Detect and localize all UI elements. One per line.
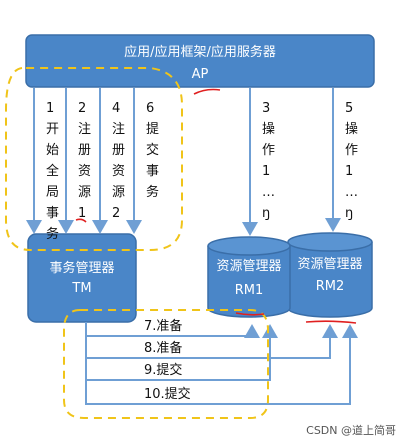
ap-box-line2: AP: [192, 67, 209, 82]
step-1-char-1: 始: [46, 143, 59, 158]
step-1-number: 1: [46, 101, 54, 116]
step-2-char-3: 源: [78, 185, 91, 200]
step-2-number: 2: [78, 101, 86, 116]
step-3-char-2: 1: [262, 164, 270, 179]
step-2-char-4: 1: [78, 206, 86, 221]
step-1-char-0: 开: [46, 122, 59, 137]
step-4-char-1: 册: [112, 143, 125, 158]
step-5-char-0: 操: [345, 121, 358, 137]
step-5-char-2: 1: [345, 164, 353, 179]
step-6-char-0: 提: [146, 121, 159, 137]
step-4-number: 4: [112, 101, 120, 116]
step-2-char-1: 册: [78, 143, 91, 158]
ap-box-line1: 应用/应用框架/应用服务器: [124, 44, 276, 60]
rm1-cylinder: 资源管理器 RM1: [207, 236, 291, 318]
step-6-number: 6: [146, 101, 154, 116]
hstep-9: 9.提交: [144, 362, 182, 378]
step-5-char-4: ŋ: [345, 206, 353, 221]
step-1-char-3: 局: [46, 185, 59, 200]
step-1-char-4: 事: [46, 206, 59, 221]
step-3-number: 3: [262, 101, 270, 116]
tm-box: 事务管理器 TM: [27, 233, 137, 323]
step-3-char-4: ŋ: [262, 206, 270, 221]
arrow-step-8: [85, 322, 338, 359]
red-mark-rm1: [235, 312, 265, 316]
rm2-line1: 资源管理器: [297, 257, 362, 272]
rm1-line1: 资源管理器: [216, 259, 281, 274]
step-3-char-0: 操: [262, 121, 275, 137]
tm-box-line1: 事务管理器: [49, 260, 114, 276]
arrow-step-10: [85, 322, 358, 405]
watermark: CSDN @道上简哥: [306, 424, 396, 437]
step-5-number: 5: [345, 101, 353, 116]
tm-box-line2: TM: [71, 281, 91, 296]
dashed-outline-global-txn: [5, 67, 183, 251]
rm2-line2: RM2: [316, 279, 345, 294]
step-3-char-3: …: [262, 185, 275, 200]
dashed-outline-two-phase: [63, 309, 269, 419]
red-mark-step2: [75, 218, 87, 223]
red-mark-ap: [193, 88, 221, 95]
step-4-char-2: 资: [112, 164, 125, 179]
step-5-char-1: 作: [345, 143, 358, 158]
step-1-char-5: 务: [46, 226, 59, 242]
step-2-char-2: 资: [78, 164, 91, 179]
rm1-line2: RM1: [235, 283, 264, 298]
step-4-char-4: 2: [112, 206, 120, 221]
step-3-char-1: 作: [262, 143, 275, 158]
red-mark-rm2: [305, 320, 357, 324]
ap-box: 应用/应用框架/应用服务器 AP: [25, 34, 375, 88]
step-5-char-3: …: [345, 185, 358, 200]
hstep-10: 10.提交: [144, 386, 191, 402]
rm2-cylinder: 资源管理器 RM2: [287, 232, 373, 318]
step-6-char-3: 务: [146, 184, 159, 200]
step-4-char-0: 注: [112, 122, 125, 137]
hstep-7: 7.准备: [144, 318, 182, 334]
hstep-8: 8.准备: [144, 340, 182, 356]
step-1-char-2: 全: [46, 163, 59, 179]
step-6-char-1: 交: [146, 142, 159, 158]
step-4-char-3: 源: [112, 185, 125, 200]
step-6-char-2: 事: [146, 164, 159, 179]
step-2-char-0: 注: [78, 122, 91, 137]
